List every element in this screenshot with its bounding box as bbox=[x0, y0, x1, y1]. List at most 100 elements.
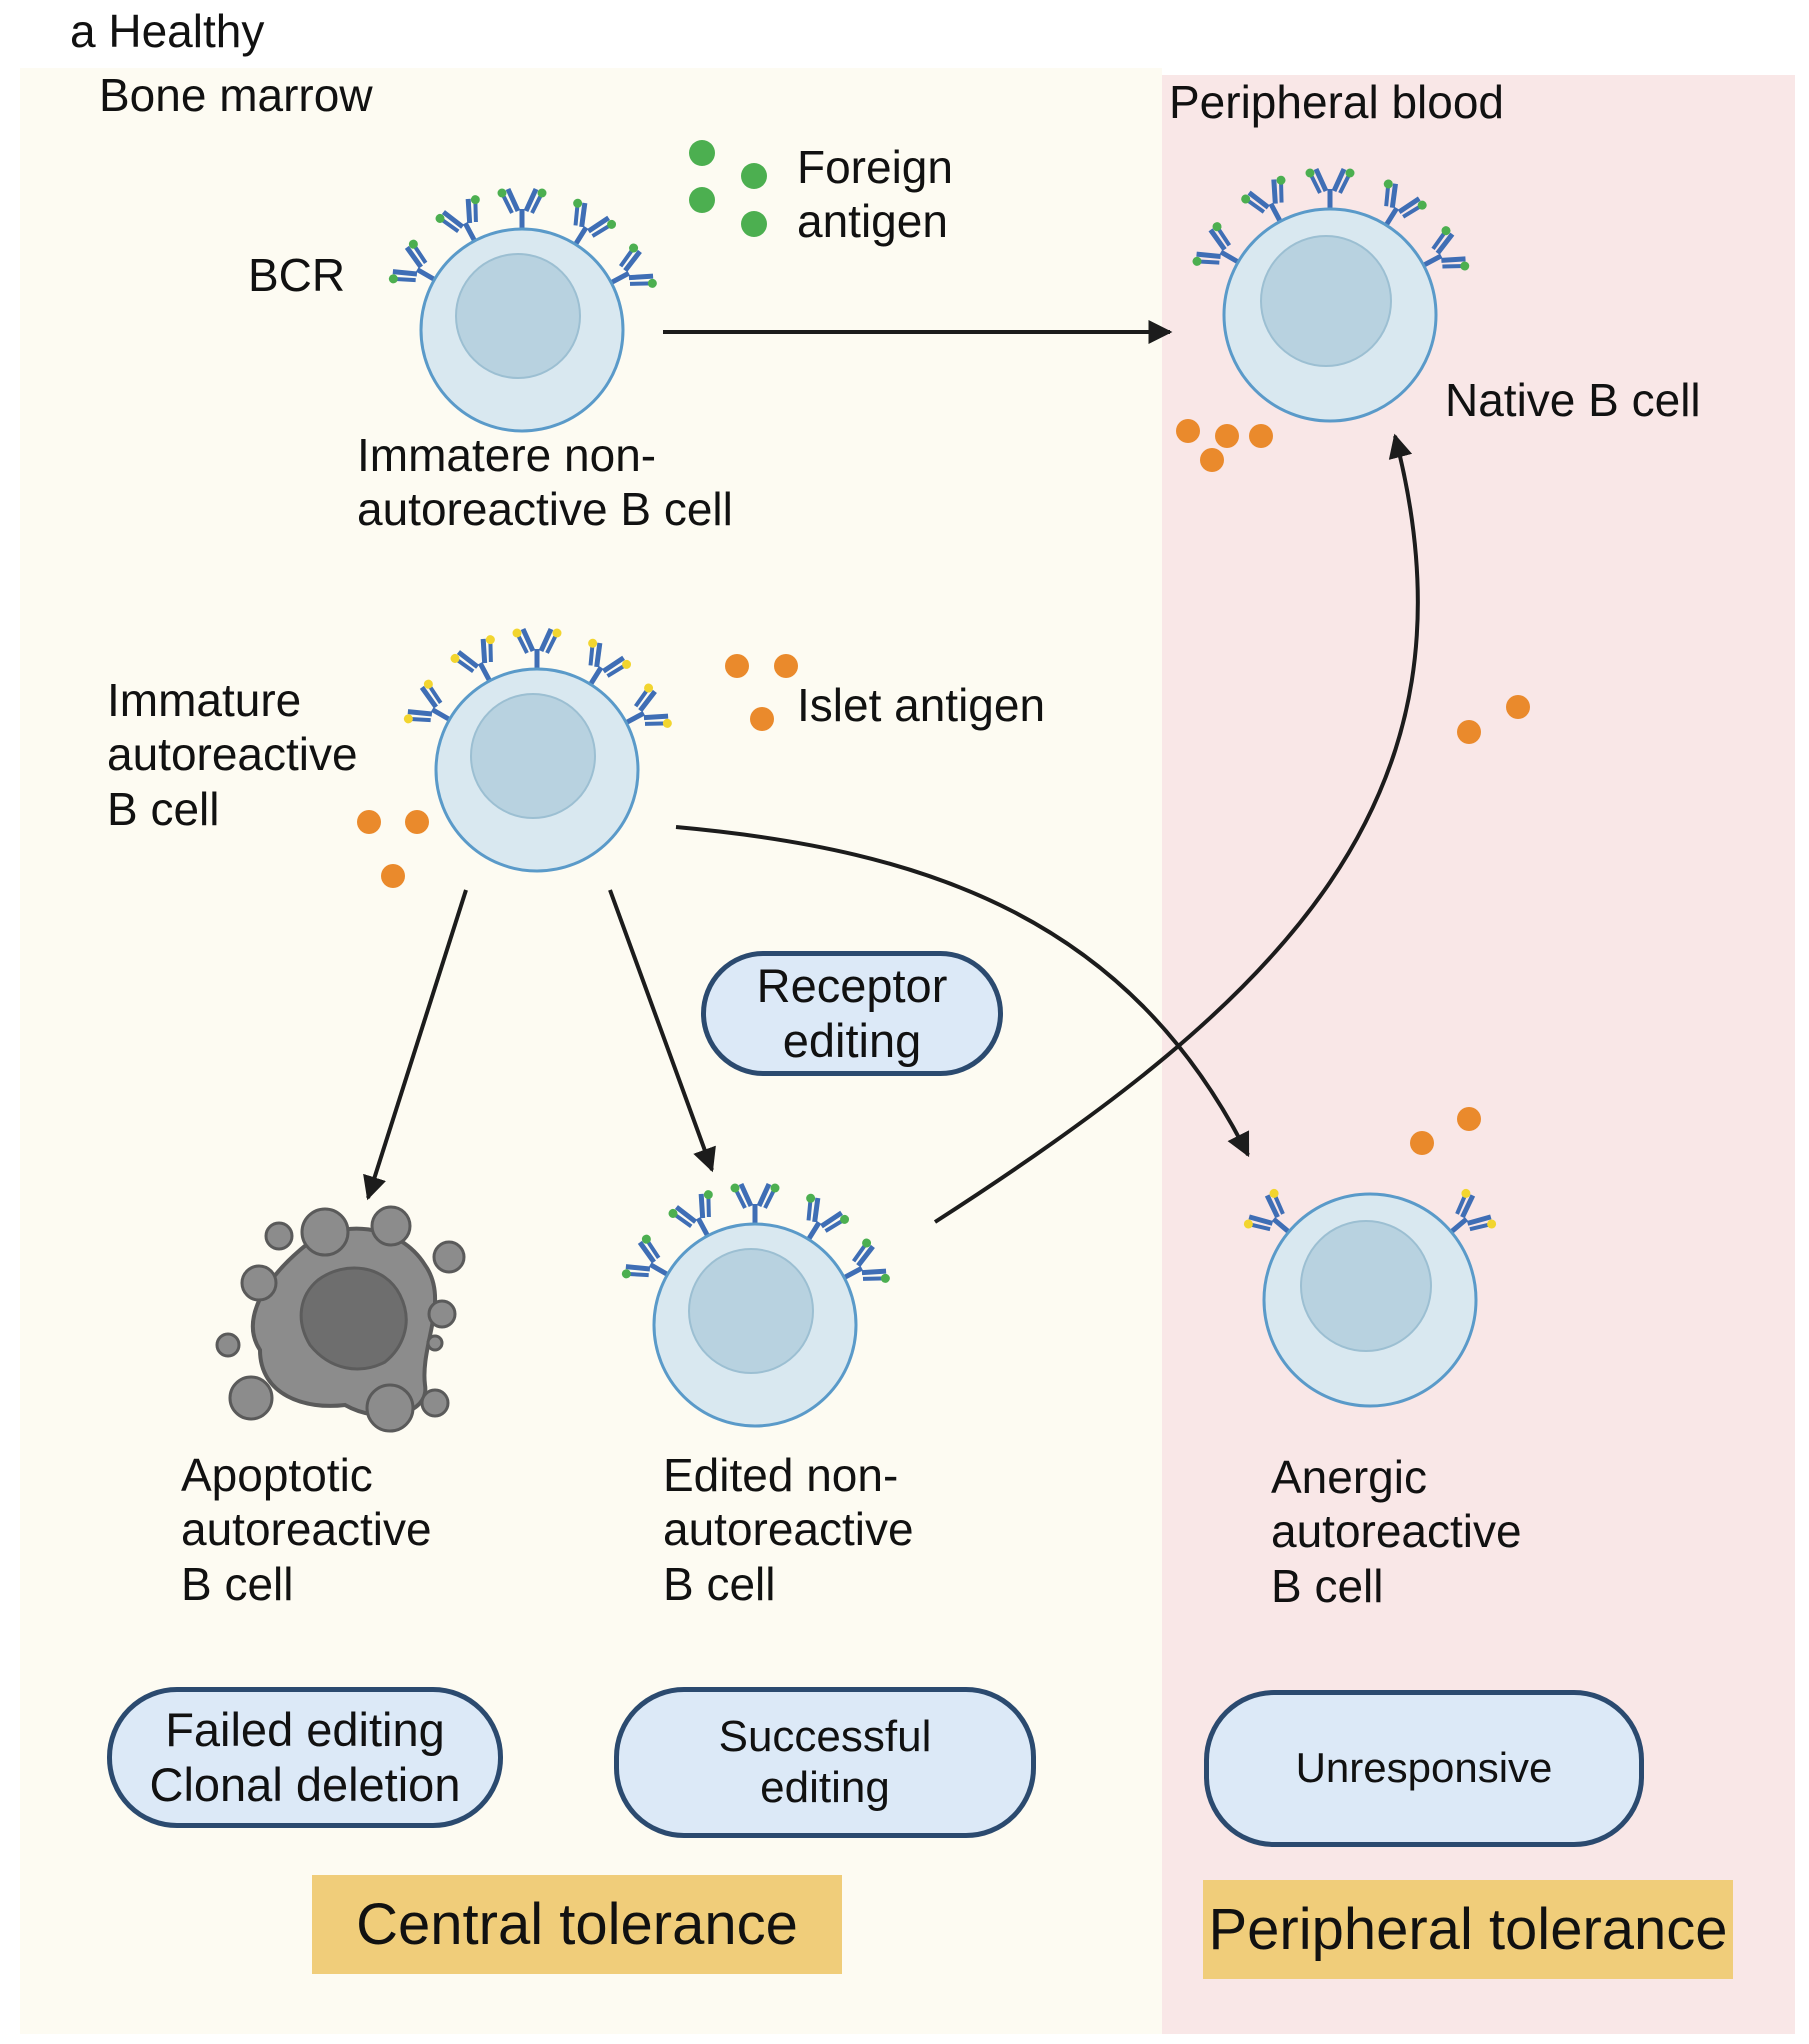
antibody-tip bbox=[644, 683, 654, 693]
label-line: B cell bbox=[181, 1557, 294, 1610]
foreign-antigen-icon bbox=[689, 140, 767, 237]
antibody-icon bbox=[1305, 168, 1355, 212]
central-tolerance-banner: Central tolerance bbox=[312, 1875, 842, 1974]
antibody-tip bbox=[662, 718, 672, 728]
receptor-editing-pill: Receptor editing bbox=[701, 951, 1003, 1076]
immature-autoreactive-cell bbox=[402, 628, 674, 873]
successful-editing-pill: Successful editing bbox=[614, 1687, 1036, 1838]
nucleus bbox=[470, 693, 596, 819]
failed-editing-pill: Failed editing Clonal deletion bbox=[107, 1687, 503, 1828]
native-b-cell-label: Native B cell bbox=[1445, 374, 1701, 426]
antibody-icon bbox=[387, 238, 448, 302]
antibody-tip bbox=[423, 679, 433, 689]
anergic-autoreactive-cell bbox=[1242, 1187, 1498, 1408]
antibody-tip bbox=[573, 198, 583, 208]
antibody-icon bbox=[1241, 174, 1303, 235]
antibody-tip bbox=[629, 243, 639, 253]
antibody-icon bbox=[787, 1192, 851, 1254]
antibody-icon bbox=[497, 188, 547, 232]
antibody-tip bbox=[552, 628, 562, 638]
antibody-icon bbox=[598, 243, 659, 305]
antibody-tip bbox=[862, 1238, 872, 1248]
immature-non-autoreactive-cell bbox=[387, 188, 659, 433]
antibody-tip bbox=[1243, 1219, 1253, 1229]
antibody-tip bbox=[512, 628, 522, 638]
islet-antigen-label: Islet antigen bbox=[797, 679, 1046, 731]
antibody-tip bbox=[435, 213, 445, 223]
antibody-icon bbox=[450, 634, 512, 695]
panel-title: a Healthy bbox=[70, 5, 265, 57]
antibody-tip bbox=[806, 1193, 816, 1203]
apoptotic-label: Apoptotic autoreactive B cell bbox=[181, 1448, 432, 1611]
antibody-tip bbox=[1487, 1219, 1497, 1229]
antibody-icon bbox=[668, 1189, 730, 1250]
foreign-antigen-label: Foreign antigen bbox=[797, 140, 953, 249]
bcr-label: BCR bbox=[248, 249, 346, 301]
region-label-bone-marrow: Bone marrow bbox=[99, 69, 373, 121]
edited-non-autoreactive-cell bbox=[620, 1183, 892, 1428]
antibody-tip bbox=[770, 1183, 780, 1193]
antibody-tip bbox=[840, 1214, 850, 1224]
antibody-icon bbox=[554, 197, 618, 259]
label-line: Apoptotic bbox=[181, 1449, 373, 1501]
antibody-tip bbox=[450, 653, 460, 663]
antibody-tip bbox=[1460, 261, 1470, 271]
arrow-to-apoptotic bbox=[363, 889, 468, 1201]
arrow-edited-to-native bbox=[933, 433, 1420, 1224]
immature-non-autoreactive-label: Immatere non- autoreactive B cell bbox=[357, 428, 733, 537]
antibody-icon bbox=[402, 679, 463, 742]
antibody-tip bbox=[388, 274, 398, 284]
immature-autoreactive-label: Immature autoreactive B cell bbox=[107, 673, 358, 836]
antibody-icon bbox=[730, 1183, 780, 1227]
label-line: B cell bbox=[663, 1557, 776, 1610]
antibody-tip bbox=[1441, 226, 1451, 236]
antibody-icon bbox=[620, 1233, 681, 1297]
antibody-icon bbox=[613, 683, 674, 745]
arrow-to-edited bbox=[608, 889, 716, 1173]
antibody-tip bbox=[1345, 168, 1355, 178]
antibody-icon bbox=[831, 1238, 892, 1300]
label-line: autoreactive bbox=[1271, 1505, 1522, 1558]
antibody-tip bbox=[470, 195, 480, 205]
islet-antigen-icon bbox=[357, 419, 1530, 1155]
antibody-tip bbox=[647, 278, 657, 288]
antibody-tip bbox=[880, 1273, 890, 1283]
antibody-tip bbox=[497, 188, 507, 198]
label-line: autoreactive bbox=[181, 1503, 432, 1556]
antibody-tip bbox=[485, 635, 495, 645]
label-line: Immature bbox=[107, 674, 302, 726]
cells bbox=[387, 168, 1498, 1428]
antibody-tip bbox=[621, 1269, 631, 1279]
antibody-icon bbox=[1364, 178, 1428, 240]
antibody-tip bbox=[408, 239, 418, 249]
label-line: B cell bbox=[1271, 1559, 1384, 1612]
nucleus bbox=[688, 1248, 814, 1374]
unresponsive-pill: Unresponsive bbox=[1204, 1690, 1644, 1847]
antibody-icon bbox=[1191, 221, 1252, 285]
antibody-tip bbox=[1461, 1188, 1471, 1198]
antibody-tip bbox=[1269, 1188, 1279, 1198]
antibody-tip bbox=[730, 1183, 740, 1193]
antibody-tip bbox=[588, 638, 598, 648]
antibody-tip bbox=[622, 659, 632, 669]
peripheral-tolerance-banner: Peripheral tolerance bbox=[1203, 1880, 1733, 1979]
antibody-tip bbox=[641, 1234, 651, 1244]
anergic-label: Anergic autoreactive B cell bbox=[1271, 1450, 1522, 1613]
arrow-to-anergic bbox=[675, 825, 1250, 1158]
label-line: Immatere non- bbox=[357, 429, 657, 481]
label-line: autoreactive B cell bbox=[357, 483, 733, 536]
antibody-tip bbox=[403, 714, 413, 724]
edited-label: Edited non- autoreactive B cell bbox=[663, 1448, 914, 1611]
antibody-tip bbox=[1383, 179, 1393, 189]
antibody-tip bbox=[1192, 256, 1202, 266]
antibody-tip bbox=[607, 219, 617, 229]
nucleus bbox=[455, 253, 581, 379]
region-label-peripheral-blood: Peripheral blood bbox=[1169, 76, 1505, 128]
nucleus bbox=[1260, 235, 1392, 367]
antibody-icon bbox=[435, 194, 497, 255]
label-line: B cell bbox=[107, 782, 220, 835]
foreign-antigen-line-2: antigen bbox=[797, 195, 948, 248]
label-line: autoreactive bbox=[663, 1503, 914, 1556]
native-b-cell bbox=[1191, 168, 1471, 423]
